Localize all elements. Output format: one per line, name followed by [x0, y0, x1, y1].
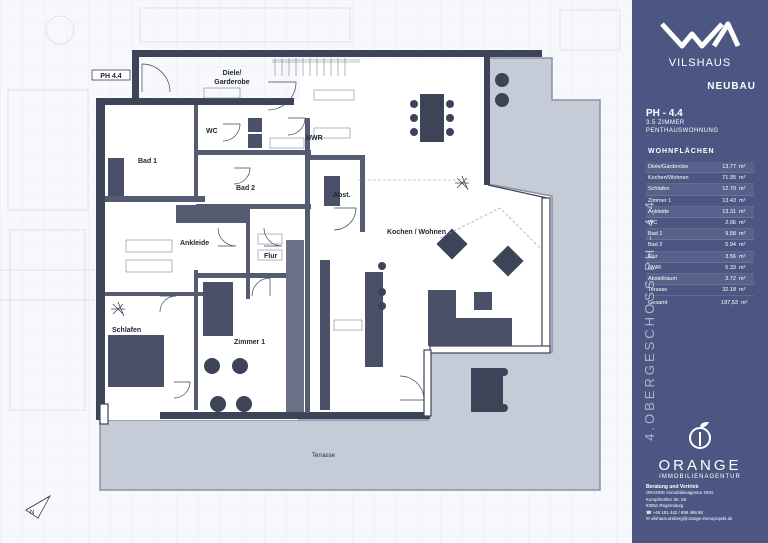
area-name: Zimmer 1	[648, 197, 672, 204]
compass-icon: N	[25, 494, 52, 519]
brand-name: VILSHAUS	[668, 57, 732, 69]
room-label-bad1: Bad 1	[138, 158, 157, 165]
area-value: 5.33	[725, 264, 736, 271]
contact-title: Beratung und Vertrieb	[646, 484, 699, 490]
compass-letter: N	[30, 510, 34, 516]
room-label-hwr: HWR	[306, 135, 323, 142]
area-value: 5.94	[725, 242, 736, 249]
room-label-schlafen: Schlafen	[112, 327, 141, 334]
section-title: WOHNFLÄCHEN	[648, 148, 715, 155]
area-name: Abstellraum	[648, 275, 678, 282]
contact-block: Beratung und Vertrieb ORANGE Immobiliena…	[646, 484, 732, 522]
phone-icon: ☎	[646, 509, 653, 515]
area-unit: m²	[739, 164, 746, 171]
total-label: Gesamt	[648, 300, 668, 306]
room-label-wc: WC	[206, 128, 218, 135]
contact-company: ORANGE Immobilienagentur OHG	[646, 490, 714, 496]
area-unit: m²	[739, 220, 746, 227]
area-unit: m²	[739, 175, 746, 182]
area-value: 3.56	[725, 253, 736, 260]
area-value: 13.43	[722, 197, 736, 204]
total-value: 187,53	[721, 300, 738, 306]
mail-icon: ✉	[646, 516, 651, 522]
area-value: 32.18	[722, 287, 736, 294]
unit-id: PH - 4.4	[646, 108, 683, 119]
unit-tag-label: PH 4.4	[100, 73, 122, 80]
vilshaus-logo-icon	[660, 21, 741, 49]
unit-type-line2: PENTHAUSWOHNUNG	[646, 128, 719, 134]
area-name: Flur	[648, 253, 658, 260]
area-name: Terasse	[648, 287, 668, 294]
area-unit: m²	[739, 186, 746, 193]
area-value: 12.70	[722, 186, 736, 193]
area-unit: m²	[739, 231, 746, 238]
room-label-ankleide: Ankleide	[180, 240, 209, 247]
vilshaus-logo: VILSHAUS	[652, 20, 748, 69]
area-unit: m²	[739, 264, 746, 271]
room-label-flur: Flur	[264, 253, 277, 260]
contact-city: 93051 Regensburg	[646, 503, 684, 509]
area-value: 9.58	[725, 231, 736, 238]
room-label-diele: Diele/	[223, 70, 242, 77]
area-unit: m²	[739, 242, 746, 249]
area-unit: m²	[739, 275, 746, 282]
contact-email-text[interactable]: vilshaus.amberg@orange-immoprojekt.de	[650, 516, 733, 522]
neubau-label: NEUBAU	[707, 81, 756, 92]
area-unit: m²	[739, 253, 746, 260]
room-label-garderobe: Garderobe	[214, 79, 250, 86]
area-name: WC	[648, 220, 658, 227]
info-panel: 4.OBERGESCHOSS PH - 4.4 VILSHAUS NEUBAU …	[632, 0, 768, 543]
area-unit: m²	[739, 287, 746, 294]
area-name: Bad 1	[648, 231, 663, 238]
area-value: 3.72	[725, 275, 736, 282]
area-name: Ankleide	[648, 208, 670, 215]
area-name: Schlafen	[648, 186, 670, 193]
contact-email[interactable]: ✉ vilshaus.amberg@orange-immoprojekt.de	[646, 516, 732, 522]
area-name: Diele/Garderobe	[648, 164, 689, 171]
room-label-bad2: Bad 2	[236, 185, 255, 192]
area-unit: m²	[739, 197, 746, 204]
contact-phone: ☎ +49 151 442 / 898 498 88	[646, 510, 732, 516]
contact-street: Kumpfmühler Str. 59	[646, 496, 687, 502]
orange-brand: ORANGE	[658, 457, 742, 474]
orange-sub: IMMOBILIENAGENTUR	[659, 474, 741, 480]
area-value: 13.77	[722, 164, 736, 171]
area-name: Bad 2	[648, 242, 663, 249]
floor-plan: PH 4.4 Diele/ Garderobe WC HWR Bad 1 Bad…	[0, 0, 632, 543]
orange-logo: ORANGE IMMOBILIENAGENTUR	[642, 420, 758, 480]
contact-phone-text: +49 151 442 / 898 498 88	[652, 509, 703, 515]
area-value: 2.06	[725, 220, 736, 227]
total-unit: m²	[741, 300, 748, 306]
area-value: 71.95	[722, 175, 736, 182]
orange-leaf-icon	[689, 422, 711, 449]
area-total: Gesamt 187,53 m²	[648, 300, 754, 306]
room-label-abst: Abst.	[333, 192, 351, 199]
room-label-zimmer1: Zimmer 1	[234, 339, 265, 346]
area-name: HWR	[648, 264, 662, 271]
area-name: Kochen/Wohnen	[648, 175, 689, 182]
room-label-kochen: Kochen / Wohnen	[387, 229, 446, 236]
area-unit: m²	[739, 208, 746, 215]
unit-type-line1: 3.5 ZIMMER	[646, 120, 685, 126]
area-value: 13.31	[722, 208, 736, 215]
room-label-terrasse: Terrasse	[312, 453, 336, 459]
